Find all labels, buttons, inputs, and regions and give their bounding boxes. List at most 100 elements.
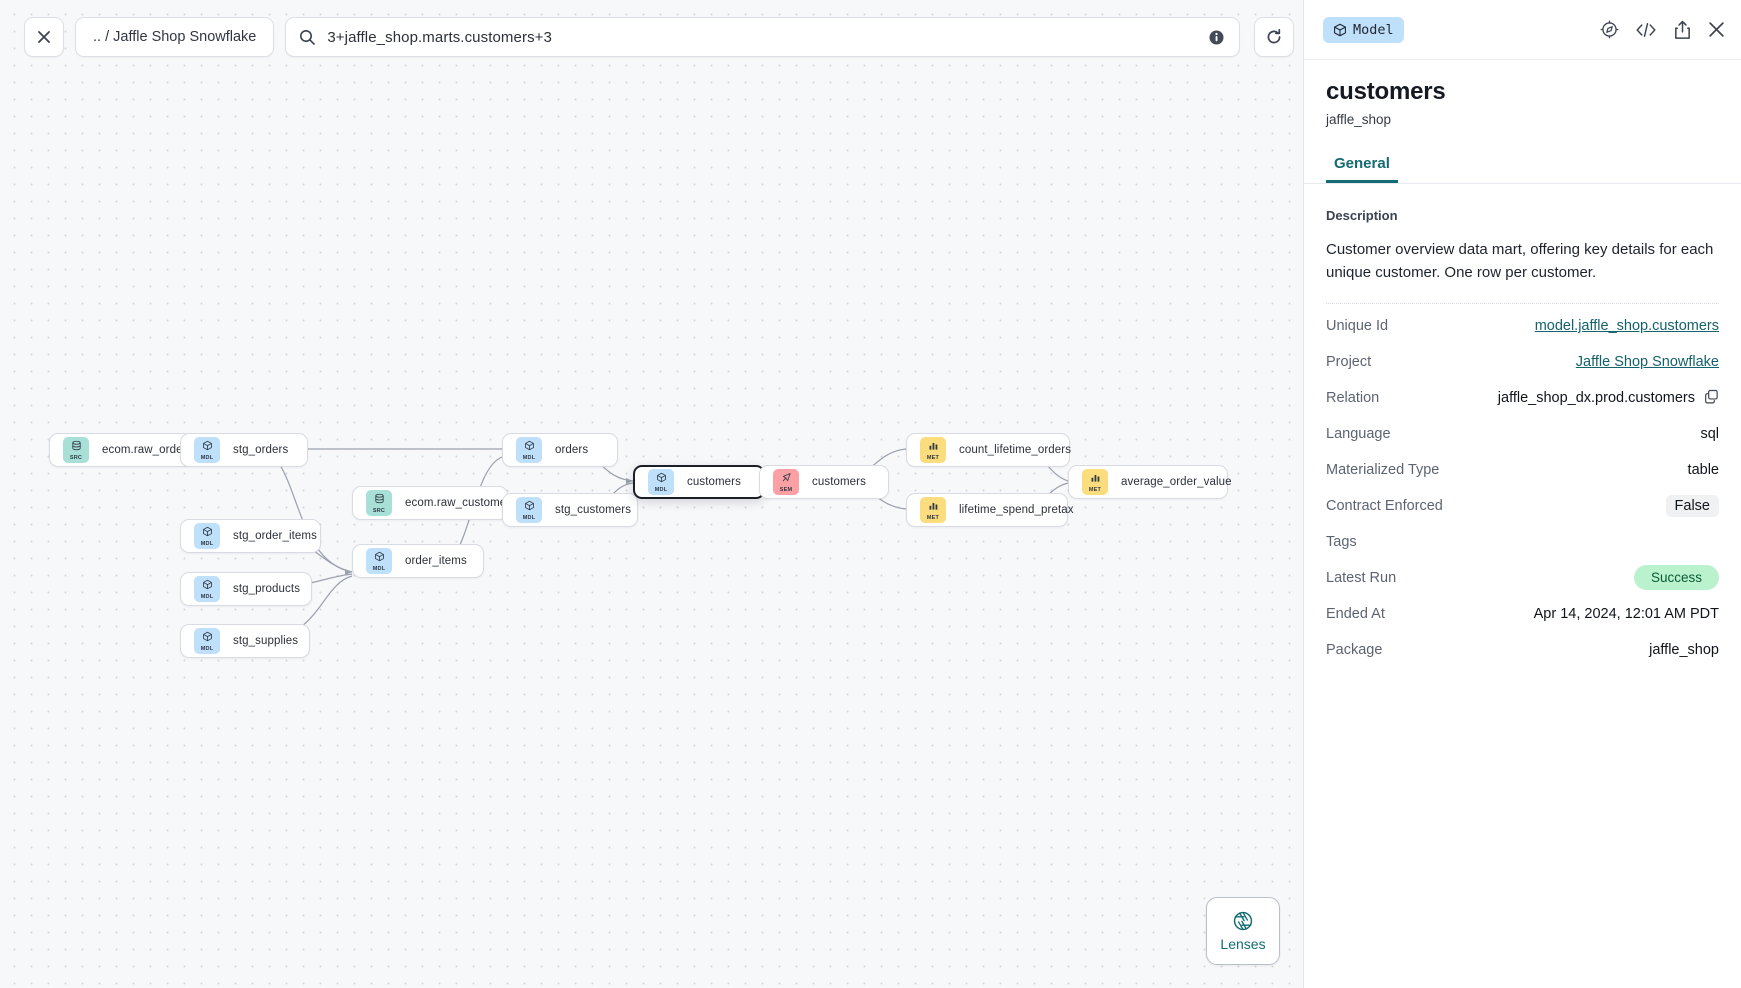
page-title: customers	[1326, 78, 1446, 105]
search-input[interactable]: 3+jaffle_shop.marts.customers+3	[285, 17, 1241, 57]
share-icon[interactable]	[1673, 20, 1692, 40]
detail-row-link[interactable]: Jaffle Shop Snowflake	[1575, 354, 1719, 370]
detail-row-value: jaffle_shop	[1649, 642, 1719, 658]
detail-row-key: Package	[1326, 642, 1383, 658]
node-label: count_lifetime_orders	[959, 444, 1072, 456]
node-label: customers	[687, 476, 741, 488]
search-query-text: 3+jaffle_shop.marts.customers+3	[327, 28, 552, 46]
detail-row-materialized-type: Materialized Type table	[1326, 452, 1719, 488]
details-panel: Model	[1303, 0, 1741, 988]
detail-row-project: Project Jaffle Shop Snowflake	[1326, 344, 1719, 380]
panel-toolbar: Model	[1304, 0, 1741, 60]
node-label: customers	[812, 476, 866, 488]
detail-row-key: Ended At	[1326, 606, 1385, 622]
close-panel-icon[interactable]	[1708, 21, 1725, 38]
detail-row-key: Latest Run	[1326, 570, 1397, 586]
detail-row-value: table	[1687, 462, 1719, 478]
description-label: Description	[1326, 208, 1398, 223]
node-type-badge-met: MET	[920, 497, 946, 523]
node-type-badge-mdl: MDL	[194, 437, 220, 463]
divider	[1326, 303, 1719, 304]
node-label: average_order_value	[1121, 476, 1232, 488]
node-label: stg_order_items	[233, 530, 317, 542]
description-text: Customer overview data mart, offering ke…	[1326, 241, 1714, 281]
compass-icon[interactable]	[1600, 20, 1619, 39]
detail-row-key: Project	[1326, 354, 1372, 370]
close-icon	[38, 31, 50, 43]
graph-node-orders[interactable]: MDL orders	[502, 433, 618, 467]
node-label: lifetime_spend_pretax	[959, 504, 1074, 516]
node-type-badge-met: MET	[1082, 469, 1108, 495]
aperture-icon	[1233, 911, 1253, 931]
relation-link[interactable]: jaffle_shop_dx.prod.customers	[1497, 390, 1695, 406]
detail-row-relation: Relation jaffle_shop_dx.prod.customers	[1326, 380, 1719, 416]
tab-general[interactable]: General	[1326, 149, 1398, 183]
node-type-badge-mdl: MDL	[194, 523, 220, 549]
search-info-button[interactable]	[1208, 29, 1225, 46]
status-badge: Success	[1633, 565, 1719, 590]
close-lineage-button[interactable]	[24, 17, 64, 57]
graph-node-stg_products[interactable]: MDL stg_products	[180, 572, 312, 606]
node-type-badge-mdl: MDL	[516, 437, 542, 463]
node-type-badge-sem: SEM	[773, 469, 799, 495]
info-icon	[1209, 30, 1224, 44]
node-label: stg_supplies	[233, 635, 299, 647]
canvas-toolbar: .. / Jaffle Shop Snowflake 3+jaffle_shop…	[24, 17, 1295, 57]
resource-type-label: Model	[1353, 21, 1394, 38]
detail-row-key: Contract Enforced	[1326, 498, 1443, 514]
node-label: stg_customers	[555, 504, 632, 516]
detail-row-key: Materialized Type	[1326, 462, 1440, 478]
tab-general-label: General	[1334, 155, 1390, 172]
node-type-badge-mdl: MDL	[194, 576, 220, 602]
panel-tabs: General	[1304, 149, 1741, 184]
graph-node-stg_customers[interactable]: MDL stg_customers	[502, 493, 638, 527]
graph-node-customers[interactable]: MDL customers	[633, 465, 765, 499]
graph-node-customers[interactable]: SEM customers	[759, 465, 889, 499]
panel-header: customers jaffle_shop	[1304, 60, 1741, 127]
breadcrumb-label: .. / Jaffle Shop Snowflake	[93, 29, 257, 45]
code-icon[interactable]	[1635, 21, 1657, 39]
node-label: stg_products	[233, 583, 301, 595]
node-type-badge-src: SRC	[366, 490, 392, 516]
lenses-button[interactable]: Lenses	[1206, 897, 1280, 965]
panel-subtitle: jaffle_shop	[1326, 112, 1392, 127]
graph-node-ecom-raw_customers[interactable]: SRC ecom.raw_customers	[352, 486, 516, 520]
graph-node-stg_order_items[interactable]: MDL stg_order_items	[180, 519, 321, 553]
node-label: orders	[555, 444, 589, 456]
detail-row-key: Unique Id	[1326, 318, 1389, 334]
resource-type-chip[interactable]: Model	[1323, 16, 1404, 43]
detail-row-value: Apr 14, 2024, 12:01 AM PDT	[1533, 606, 1719, 622]
detail-row-latest-run: Latest Run Success	[1326, 560, 1719, 596]
detail-row-value: False	[1665, 495, 1719, 517]
detail-row-key: Relation	[1326, 390, 1380, 406]
node-label: ecom.raw_customers	[405, 497, 517, 509]
cube-icon	[1334, 23, 1346, 36]
contract-enforced-badge: False	[1665, 495, 1719, 517]
search-icon	[300, 29, 316, 45]
detail-row-key: Tags	[1326, 534, 1357, 550]
node-type-badge-mdl: MDL	[648, 469, 674, 495]
graph-node-average_order_value[interactable]: MET average_order_value	[1068, 465, 1231, 499]
lenses-label: Lenses	[1220, 936, 1266, 952]
refresh-icon	[1267, 29, 1281, 44]
node-label: ecom.raw_orders	[102, 444, 193, 456]
node-label: order_items	[405, 555, 467, 567]
graph-node-lifetime_spend_pretax[interactable]: MET lifetime_spend_pretax	[906, 493, 1074, 527]
copy-icon[interactable]	[1704, 389, 1719, 408]
graph-node-ecom-raw_orders[interactable]: SRC ecom.raw_orders	[49, 433, 193, 467]
refresh-button[interactable]	[1254, 17, 1295, 57]
node-type-badge-mdl: MDL	[516, 497, 542, 523]
panel-body: Description Customer overview data mart,…	[1304, 184, 1741, 988]
detail-row-link[interactable]: model.jaffle_shop.customers	[1534, 318, 1719, 334]
node-type-badge-src: SRC	[63, 437, 89, 463]
breadcrumb[interactable]: .. / Jaffle Shop Snowflake	[75, 17, 275, 57]
detail-row-contract-enforced: Contract Enforced False	[1326, 488, 1719, 524]
